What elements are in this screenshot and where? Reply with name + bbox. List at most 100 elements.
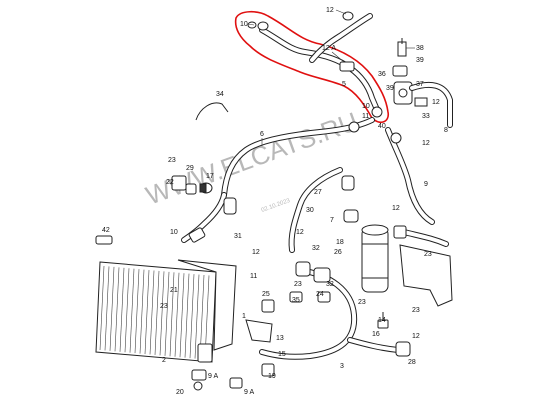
callout-8: 8 xyxy=(444,127,448,134)
callout-26: 26 xyxy=(334,249,342,256)
callout-11-b: 11 xyxy=(250,273,257,280)
callouts: 12 10 12 A 38 39 36 37 5 39 12 34 10 11 … xyxy=(102,7,448,396)
callout-6: 6 xyxy=(260,131,264,138)
right-bracket[interactable] xyxy=(393,225,453,307)
callout-23-e: 23 xyxy=(358,299,366,306)
callout-9A-a: 9 A xyxy=(208,373,218,380)
condenser-fin xyxy=(124,268,130,353)
callout-21: 21 xyxy=(170,287,178,294)
condenser-fin xyxy=(129,268,135,353)
hose-12-top[interactable] xyxy=(309,11,373,63)
hose-7[interactable] xyxy=(288,167,359,253)
condenser-fin xyxy=(119,267,125,352)
callout-24: 24 xyxy=(316,291,324,298)
callout-10-b: 10 xyxy=(362,103,370,110)
condenser-fin xyxy=(134,269,140,354)
highlight-outline xyxy=(234,10,390,124)
fittings-cluster[interactable] xyxy=(171,175,213,195)
callout-12-b: 12 xyxy=(432,99,440,106)
parts-14-16[interactable] xyxy=(377,312,389,329)
condenser-fin xyxy=(114,267,120,352)
callout-12-g: 12 xyxy=(412,333,420,340)
callout-40: 40 xyxy=(378,123,386,130)
callout-12-c: 12 xyxy=(422,140,430,147)
condenser-fin xyxy=(189,274,195,359)
callout-3: 3 xyxy=(340,363,344,370)
gasket-12a xyxy=(339,61,355,72)
fittings-lower[interactable] xyxy=(261,291,331,313)
callout-38: 38 xyxy=(416,45,424,52)
callout-25: 25 xyxy=(262,291,270,298)
callout-12-e: 12 xyxy=(296,229,304,236)
callout-36: 36 xyxy=(378,71,386,78)
hose-6[interactable] xyxy=(221,117,375,198)
callout-5: 5 xyxy=(342,81,346,88)
condenser[interactable] xyxy=(95,259,237,363)
bracket-13[interactable] xyxy=(245,319,273,343)
callout-1: 1 xyxy=(242,313,246,320)
condenser-fin xyxy=(109,266,115,351)
callout-23-f: 23 xyxy=(412,307,420,314)
callout-39-a: 39 xyxy=(416,57,424,64)
callout-9-a: 9 xyxy=(424,181,428,188)
callout-2: 2 xyxy=(162,357,166,364)
callout-37: 37 xyxy=(416,81,424,88)
receiver-drier[interactable] xyxy=(361,224,389,293)
callout-32-b: 32 xyxy=(326,281,334,288)
condenser-fin xyxy=(194,274,200,359)
callout-22: 22 xyxy=(166,179,174,186)
hose-9[interactable] xyxy=(385,127,435,225)
condenser-fin xyxy=(159,271,165,356)
callout-30: 30 xyxy=(306,207,314,214)
callout-32-a: 32 xyxy=(312,245,320,252)
callout-11-a: 11 xyxy=(362,113,369,120)
callout-12-f: 12 xyxy=(252,249,260,256)
callout-15: 15 xyxy=(278,351,286,358)
callout-23-a: 23 xyxy=(168,157,176,164)
callout-10-a: 10 xyxy=(240,21,248,28)
condenser-fin xyxy=(179,273,185,358)
callout-31: 31 xyxy=(234,233,242,240)
callout-13: 13 xyxy=(276,335,284,342)
callout-28: 28 xyxy=(408,359,416,366)
part-42[interactable] xyxy=(95,235,113,245)
condenser-fin xyxy=(139,269,145,354)
valve-block[interactable] xyxy=(392,38,453,128)
callout-19: 19 xyxy=(268,373,276,380)
callout-23-c: 23 xyxy=(160,303,168,310)
hose-3[interactable] xyxy=(259,261,358,360)
callout-18: 18 xyxy=(336,239,344,246)
callout-42: 42 xyxy=(102,227,110,234)
callout-16: 16 xyxy=(372,331,380,338)
callout-14: 14 xyxy=(378,317,386,324)
callout-9A-b: 9 A xyxy=(244,389,254,396)
bottom-fittings[interactable] xyxy=(191,363,275,391)
callout-12-a: 12 xyxy=(326,7,334,14)
callout-23-b: 23 xyxy=(424,251,432,258)
callout-17: 17 xyxy=(206,173,214,180)
callout-39-b: 39 xyxy=(386,85,394,92)
callout-12-d: 12 xyxy=(392,205,400,212)
part-34[interactable] xyxy=(195,102,229,121)
callout-34: 34 xyxy=(216,91,224,98)
condenser-fin xyxy=(154,270,160,355)
hose-left[interactable] xyxy=(181,192,237,243)
callout-23-d: 23 xyxy=(294,281,302,288)
hose-15[interactable] xyxy=(347,337,411,357)
callout-35: 35 xyxy=(292,297,300,304)
hose-5[interactable] xyxy=(247,21,383,118)
watermark-date: 02.10.2023 xyxy=(261,198,292,214)
condenser-fin xyxy=(99,265,105,351)
callout-7: 7 xyxy=(330,217,334,224)
condenser-fin xyxy=(174,272,180,357)
callout-10-c: 10 xyxy=(170,229,178,236)
callout-20: 20 xyxy=(176,389,184,396)
condenser-fin xyxy=(164,271,170,356)
condenser-fin xyxy=(144,270,150,355)
condenser-fin xyxy=(169,272,175,357)
condenser-fin xyxy=(149,270,155,355)
callout-12A: 12 A xyxy=(322,45,336,52)
condenser-fin xyxy=(104,266,110,351)
condenser-fin xyxy=(184,273,190,358)
